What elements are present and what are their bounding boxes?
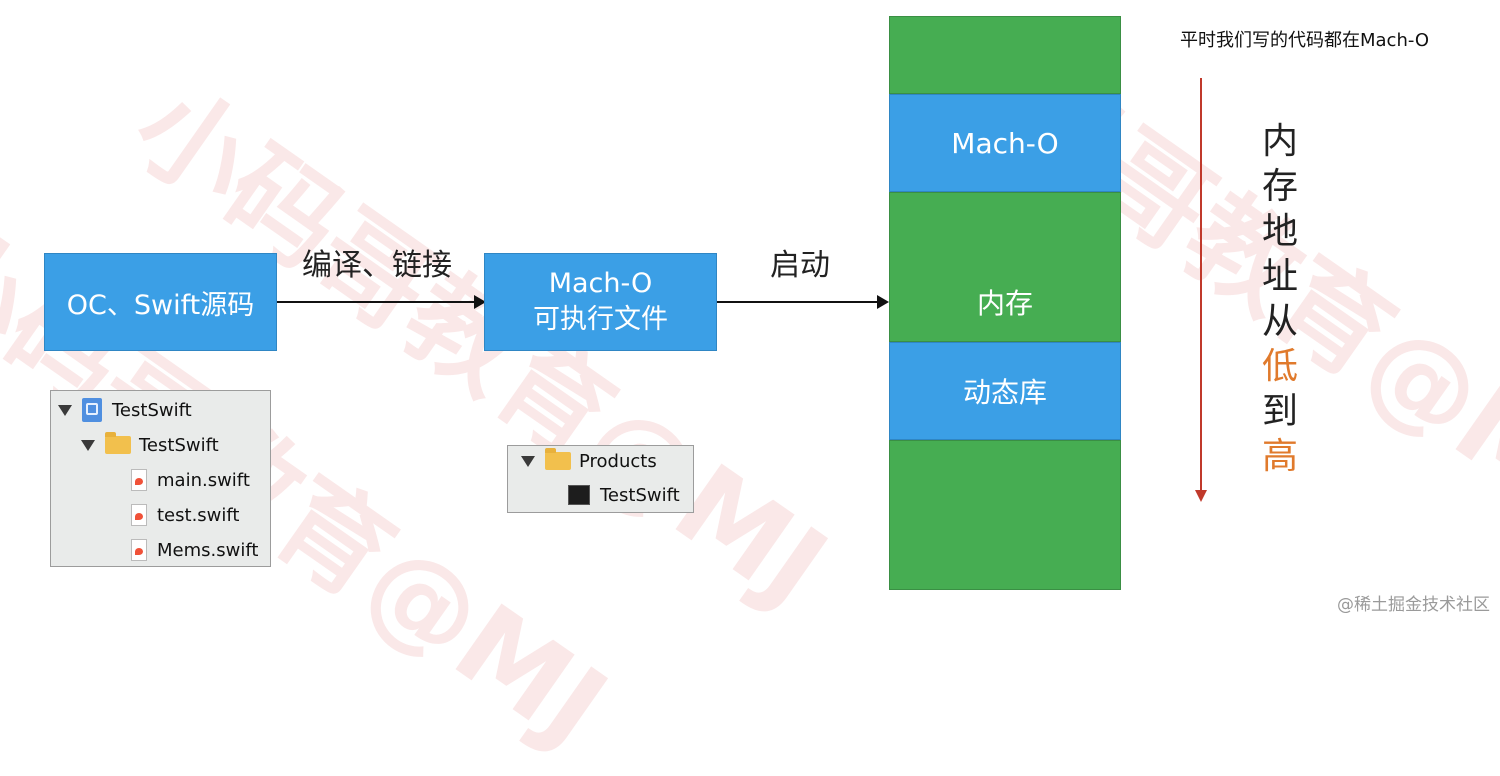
executable-icon bbox=[568, 485, 590, 505]
macho-note: 平时我们写的代码都在Mach-O bbox=[1180, 30, 1430, 51]
source-code-label: OC、Swift源码 bbox=[66, 289, 255, 321]
compile-link-label: 编译、链接 bbox=[302, 248, 452, 283]
swift-file-icon bbox=[131, 539, 147, 561]
address-char: 到 bbox=[1261, 391, 1298, 432]
tree-row-file[interactable]: Mems.swift bbox=[131, 535, 258, 565]
tree-row-file[interactable]: main.swift bbox=[131, 465, 250, 495]
address-char: 址 bbox=[1261, 256, 1298, 297]
executable-label: 可执行文件 bbox=[533, 304, 668, 335]
tree-row-project[interactable]: TestSwift bbox=[58, 395, 192, 425]
swift-file-icon bbox=[131, 469, 147, 491]
address-arrow-head bbox=[1195, 490, 1207, 502]
macho-title: Mach-O bbox=[548, 268, 653, 299]
tree-row-executable[interactable]: TestSwift bbox=[568, 480, 680, 510]
memory-macho-label: Mach-O bbox=[951, 126, 1059, 160]
folder-name: TestSwift bbox=[139, 434, 219, 456]
footer-watermark: @稀土掘金技术社区 bbox=[1337, 595, 1490, 615]
disclosure-triangle-icon[interactable] bbox=[81, 439, 95, 451]
executable-name: TestSwift bbox=[600, 484, 680, 506]
launch-arrow bbox=[717, 295, 889, 309]
dylib-label: 动态库 bbox=[962, 376, 1047, 409]
source-file-tree: TestSwift TestSwift main.swift test.swif… bbox=[50, 390, 271, 567]
address-char-low: 低 bbox=[1261, 346, 1298, 387]
memory-segment-dylib: 动态库 bbox=[889, 342, 1121, 440]
products-folder-name: Products bbox=[579, 450, 657, 472]
folder-icon bbox=[545, 448, 571, 470]
memory-label: 内存 bbox=[976, 287, 1033, 320]
launch-label: 启动 bbox=[770, 248, 830, 283]
memory-segment-bottom bbox=[889, 440, 1121, 590]
disclosure-triangle-icon[interactable] bbox=[521, 455, 535, 467]
disclosure-triangle-icon[interactable] bbox=[58, 404, 72, 416]
file-name: test.swift bbox=[157, 504, 240, 526]
products-tree: Products TestSwift bbox=[507, 445, 694, 513]
file-name: main.swift bbox=[157, 469, 250, 491]
macho-executable-box: Mach-O 可执行文件 bbox=[484, 253, 717, 351]
tree-row-file[interactable]: test.swift bbox=[131, 500, 239, 530]
memory-segment-heap: 内存 bbox=[889, 192, 1121, 342]
project-name: TestSwift bbox=[112, 399, 192, 421]
address-char: 从 bbox=[1261, 301, 1298, 342]
file-name: Mems.swift bbox=[157, 539, 259, 561]
address-char-high: 高 bbox=[1261, 436, 1298, 477]
address-char: 内 bbox=[1261, 121, 1298, 162]
project-icon bbox=[82, 398, 102, 422]
swift-file-icon bbox=[131, 504, 147, 526]
memory-segment-top bbox=[889, 16, 1121, 94]
memory-segment-macho: Mach-O bbox=[889, 94, 1121, 192]
source-code-box: OC、Swift源码 bbox=[44, 253, 277, 351]
address-char: 地 bbox=[1261, 211, 1298, 252]
compile-arrow bbox=[277, 295, 486, 309]
folder-icon bbox=[105, 432, 131, 454]
address-direction-arrow bbox=[1200, 78, 1202, 494]
tree-row-products[interactable]: Products bbox=[521, 446, 657, 476]
tree-row-folder[interactable]: TestSwift bbox=[81, 430, 219, 460]
address-char: 存 bbox=[1261, 166, 1298, 207]
